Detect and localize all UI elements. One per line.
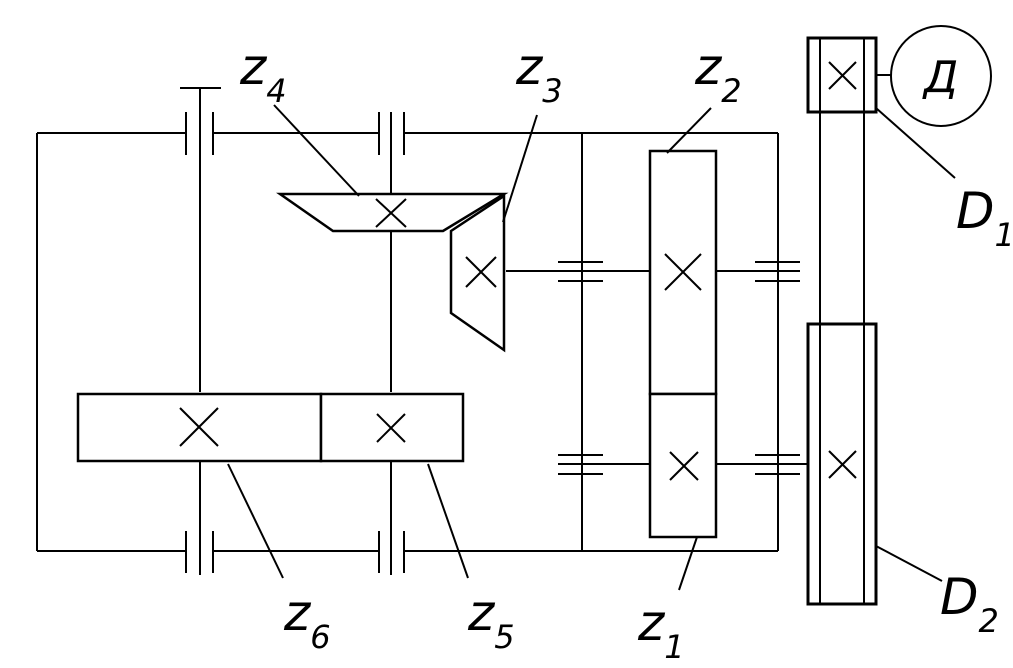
label-z4: z4 [239,38,287,110]
bearing-lower-right [755,454,800,475]
label-z5: z5 [467,584,515,656]
pulley-d1 [806,36,878,114]
label-z6: z6 [283,584,331,656]
gear-z1 [648,392,718,539]
bevel-gear-z4 [276,192,509,233]
bearing-lower-left [558,454,603,475]
bearing-top-middle [378,112,405,155]
label-d2: D2 [940,568,999,640]
bearing-bottom-left [185,531,214,573]
motor: Д [876,25,992,127]
label-z1: z1 [637,594,685,666]
gear-z6 [76,392,323,463]
bevel-gear-z3 [449,193,506,353]
bearing-upper-left [558,261,603,282]
belt-drive [819,38,865,604]
label-d1: D1 [956,182,1013,254]
gear-z5 [319,392,465,463]
bearing-bottom-middle [378,531,405,573]
leader-lines [227,104,956,591]
label-z2: z2 [694,38,742,110]
housing-frame [36,132,779,552]
motor-label: Д [922,52,958,103]
gear-z2 [648,149,718,396]
bearing-top-left [185,112,214,155]
label-z3: z3 [515,38,563,110]
bearing-upper-right [755,261,800,282]
pulley-d2 [806,322,878,606]
shaft-left [180,87,221,575]
